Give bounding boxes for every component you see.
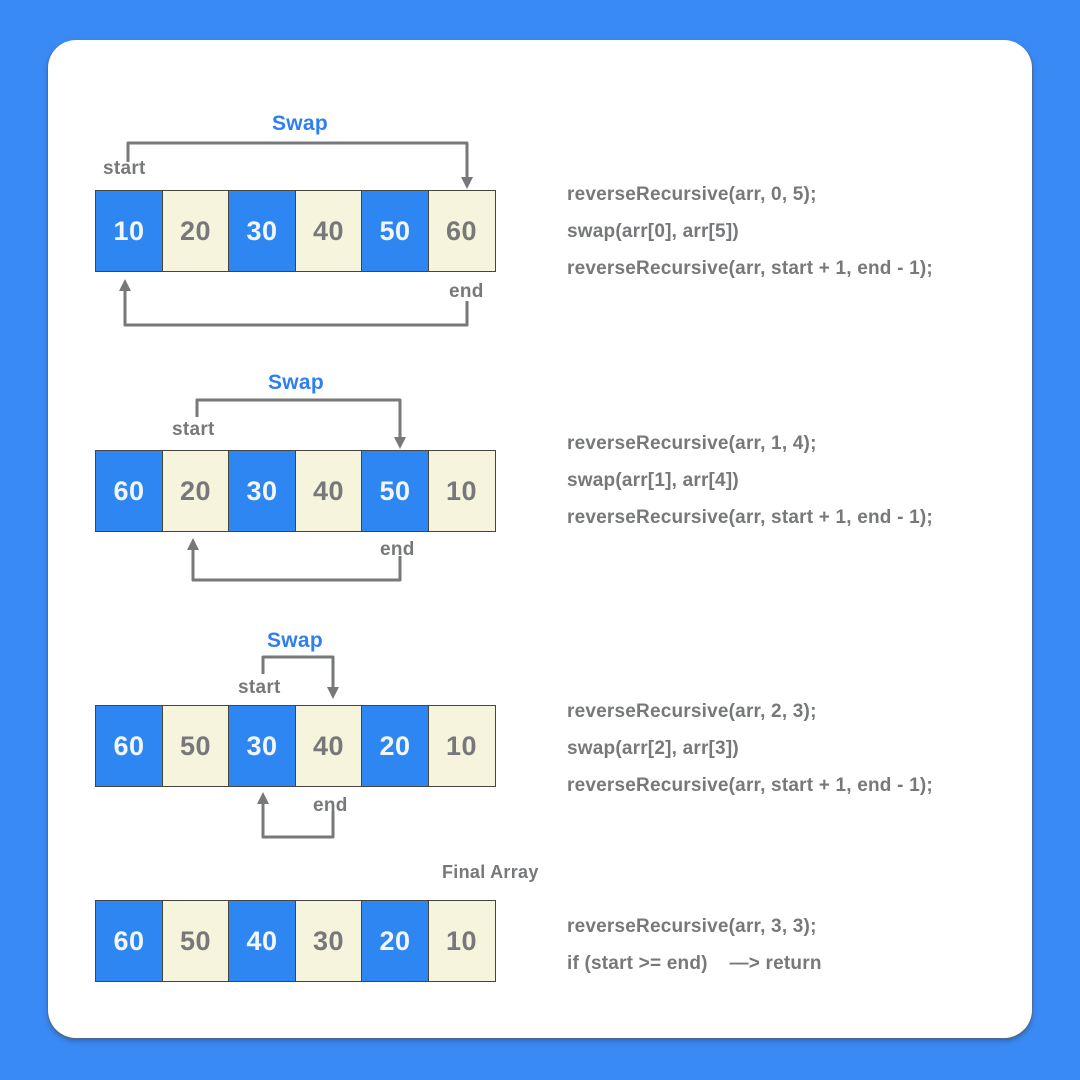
cell-value: 40 — [312, 475, 345, 506]
cell-value: 10 — [445, 925, 478, 956]
code-line: swap(arr[2], arr[3]) — [567, 738, 739, 759]
cell-value: 50 — [379, 475, 411, 506]
array-cell: 50 — [361, 190, 429, 272]
cell-value: 60 — [113, 925, 145, 956]
swap-label-stage1: Swap — [271, 112, 329, 135]
array-cell: 10 — [427, 900, 496, 982]
cell-value: 30 — [246, 215, 278, 246]
cell-value: 40 — [246, 925, 278, 956]
code-block-stage2: reverseRecursive(arr, 1, 4); swap(arr[1]… — [567, 432, 933, 543]
array-cell: 60 — [95, 450, 163, 532]
cell-value: 20 — [179, 215, 212, 246]
code-line: reverseRecursive(arr, 3, 3); — [567, 916, 817, 937]
code-block-stage1: reverseRecursive(arr, 0, 5); swap(arr[0]… — [567, 183, 933, 294]
code-line: reverseRecursive(arr, start + 1, end - 1… — [567, 507, 933, 528]
array-cell: 20 — [161, 450, 230, 532]
swap-label-stage2: Swap — [267, 371, 325, 394]
cell-value: 60 — [113, 475, 145, 506]
array-cell: 50 — [161, 705, 230, 787]
final-array-label: Final Array — [442, 862, 539, 882]
array-row-final: 60 50 40 30 20 10 — [95, 900, 496, 982]
code-block-final: reverseRecursive(arr, 3, 3); if (start >… — [567, 915, 822, 989]
array-row-stage1: 10 20 30 40 50 60 — [95, 190, 496, 272]
array-cell: 30 — [228, 450, 296, 532]
array-cell: 60 — [95, 900, 163, 982]
cell-value: 20 — [179, 475, 212, 506]
cell-value: 30 — [312, 925, 345, 956]
cell-value: 40 — [312, 215, 345, 246]
array-cell: 60 — [427, 190, 496, 272]
cell-value: 60 — [113, 730, 145, 761]
array-row-stage2: 60 20 30 40 50 10 — [95, 450, 496, 532]
cell-value: 30 — [246, 475, 278, 506]
cell-value: 40 — [312, 730, 345, 761]
swap-arrow-bottom-stage1 — [119, 279, 469, 327]
array-cell: 60 — [95, 705, 163, 787]
array-cell: 10 — [427, 705, 496, 787]
swap-arrow-top-stage1 — [126, 141, 473, 189]
code-line: reverseRecursive(arr, start + 1, end - 1… — [567, 775, 933, 796]
array-cell: 40 — [294, 705, 363, 787]
code-line: reverseRecursive(arr, 2, 3); — [567, 701, 817, 722]
end-label-stage2: end — [380, 539, 415, 560]
cell-value: 10 — [445, 730, 478, 761]
array-cell: 20 — [361, 900, 429, 982]
swap-label-stage3: Swap — [266, 629, 324, 652]
code-line: swap(arr[0], arr[5]) — [567, 221, 739, 242]
start-label-stage3: start — [238, 677, 281, 698]
array-cell: 20 — [161, 190, 230, 272]
array-cell: 10 — [95, 190, 163, 272]
start-label-stage1: start — [103, 158, 146, 179]
cell-value: 60 — [445, 215, 478, 246]
content-card: Swap start 10 20 30 40 50 60 end reverse… — [48, 40, 1032, 1038]
array-cell: 40 — [294, 450, 363, 532]
array-cell: 40 — [294, 190, 363, 272]
array-cell: 30 — [228, 705, 296, 787]
array-cell: 50 — [361, 450, 429, 532]
array-cell: 30 — [294, 900, 363, 982]
cell-value: 50 — [179, 730, 212, 761]
cell-value: 10 — [113, 215, 145, 246]
array-cell: 40 — [228, 900, 296, 982]
swap-arrow-top-stage2 — [195, 398, 406, 449]
cell-value: 20 — [379, 730, 411, 761]
end-label-stage3: end — [313, 795, 348, 816]
array-row-stage3: 60 50 30 40 20 10 — [95, 705, 496, 787]
array-cell: 20 — [361, 705, 429, 787]
array-cell: 50 — [161, 900, 230, 982]
code-block-stage3: reverseRecursive(arr, 2, 3); swap(arr[2]… — [567, 700, 933, 811]
cell-value: 20 — [379, 925, 411, 956]
code-line: swap(arr[1], arr[4]) — [567, 470, 739, 491]
cell-value: 50 — [379, 215, 411, 246]
swap-arrow-bottom-stage2 — [187, 538, 402, 582]
cell-value: 10 — [445, 475, 478, 506]
code-line: if (start >= end) —> return — [567, 953, 822, 974]
cell-value: 50 — [179, 925, 212, 956]
array-cell: 10 — [427, 450, 496, 532]
array-cell: 30 — [228, 190, 296, 272]
code-line: reverseRecursive(arr, 0, 5); — [567, 184, 817, 205]
end-label-stage1: end — [449, 281, 484, 302]
start-label-stage2: start — [172, 419, 215, 440]
cell-value: 30 — [246, 730, 278, 761]
code-line: reverseRecursive(arr, 1, 4); — [567, 433, 817, 454]
code-line: reverseRecursive(arr, start + 1, end - 1… — [567, 258, 933, 279]
